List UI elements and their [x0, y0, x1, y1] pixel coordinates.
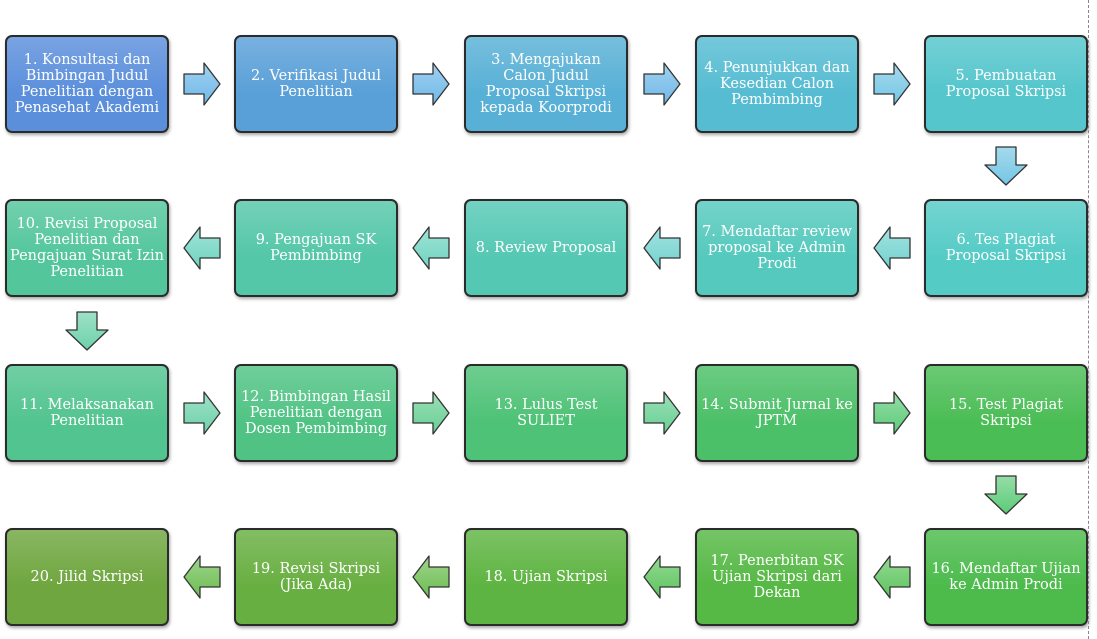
arrow-shape — [412, 62, 450, 106]
arrow-right-icon — [412, 391, 450, 435]
arrow-left-icon — [412, 226, 450, 270]
arrow-shape — [984, 475, 1028, 515]
arrow-shape — [412, 226, 450, 270]
arrow-right-icon — [872, 62, 911, 106]
step-box-19: 19. Revisi Skripsi (Jika Ada) — [234, 528, 398, 626]
arrow-down-icon — [984, 475, 1028, 515]
step-label: 9. Pengajuan SK Pembimbing — [255, 232, 377, 264]
step-label: 10. Revisi Proposal Penelitian dan Penga… — [10, 216, 165, 280]
arrow-right-icon — [642, 62, 681, 106]
arrow-left-icon — [872, 555, 911, 599]
step-box-2: 2. Verifikasi Judul Penelitian — [234, 35, 398, 133]
step-box-16: 16. Mendaftar Ujian ke Admin Prodi — [924, 528, 1088, 626]
step-label: 8. Review Proposal — [475, 240, 617, 256]
arrow-shape — [642, 226, 681, 270]
arrow-left-icon — [642, 555, 681, 599]
step-label: 13. Lulus Test SULIET — [494, 397, 598, 429]
step-label: 16. Mendaftar Ujian ke Admin Prodi — [931, 561, 1081, 593]
step-box-1: 1. Konsultasi dan Bimbingan Judul Peneli… — [5, 35, 169, 133]
step-box-13: 13. Lulus Test SULIET — [464, 364, 628, 462]
step-label: 17. Penerbitan SK Ujian Skripsi dari Dek… — [710, 553, 844, 601]
step-box-15: 15. Test Plagiat Skripsi — [924, 364, 1088, 462]
arrow-shape — [642, 391, 681, 435]
arrow-left-icon — [182, 226, 221, 270]
arrow-left-icon — [872, 226, 911, 270]
arrow-shape — [984, 146, 1028, 186]
step-label: 7. Mendaftar review proposal ke Admin Pr… — [702, 224, 852, 272]
arrow-left-icon — [412, 555, 450, 599]
step-box-17: 17. Penerbitan SK Ujian Skripsi dari Dek… — [695, 528, 859, 626]
arrow-right-icon — [182, 391, 221, 435]
arrow-right-icon — [412, 62, 450, 106]
step-label: 19. Revisi Skripsi (Jika Ada) — [251, 561, 381, 593]
arrow-shape — [872, 555, 911, 599]
arrow-right-icon — [872, 391, 911, 435]
step-box-3: 3. Mengajukan Calon Judul Proposal Skrip… — [464, 35, 628, 133]
step-label: 1. Konsultasi dan Bimbingan Judul Peneli… — [14, 52, 160, 116]
step-box-8: 8. Review Proposal — [464, 199, 628, 297]
step-box-14: 14. Submit Jurnal ke JPTM — [695, 364, 859, 462]
step-box-6: 6. Tes Plagiat Proposal Skripsi — [924, 199, 1088, 297]
step-box-9: 9. Pengajuan SK Pembimbing — [234, 199, 398, 297]
arrow-shape — [65, 310, 109, 351]
arrow-left-icon — [182, 555, 221, 599]
arrow-shape — [872, 62, 911, 106]
arrow-shape — [642, 62, 681, 106]
arrow-down-icon — [984, 146, 1028, 186]
step-label: 2. Verifikasi Judul Penelitian — [251, 68, 381, 100]
step-box-12: 12. Bimbingan Hasil Penelitian dengan Do… — [234, 364, 398, 462]
arrow-shape — [182, 555, 221, 599]
arrow-left-icon — [642, 226, 681, 270]
step-label: 20. Jilid Skripsi — [30, 569, 144, 585]
step-label: 14. Submit Jurnal ke JPTM — [701, 397, 853, 429]
arrow-shape — [642, 555, 681, 599]
step-box-5: 5. Pembuatan Proposal Skripsi — [924, 35, 1088, 133]
step-label: 6. Tes Plagiat Proposal Skripsi — [945, 232, 1067, 264]
step-box-20: 20. Jilid Skripsi — [5, 528, 169, 626]
step-label: 15. Test Plagiat Skripsi — [948, 397, 1064, 429]
step-box-4: 4. Penunjukkan dan Kesedian Calon Pembim… — [695, 35, 859, 133]
step-box-18: 18. Ujian Skripsi — [464, 528, 628, 626]
step-box-7: 7. Mendaftar review proposal ke Admin Pr… — [695, 199, 859, 297]
step-box-11: 11. Melaksanakan Penelitian — [5, 364, 169, 462]
page-margin-line — [1088, 0, 1089, 639]
arrow-shape — [182, 226, 221, 270]
step-label: 4. Penunjukkan dan Kesedian Calon Pembim… — [704, 60, 850, 108]
step-label: 11. Melaksanakan Penelitian — [19, 397, 154, 429]
step-box-10: 10. Revisi Proposal Penelitian dan Penga… — [5, 199, 169, 297]
step-label: 18. Ujian Skripsi — [484, 569, 608, 585]
arrow-down-icon — [65, 310, 109, 351]
arrow-right-icon — [642, 391, 681, 435]
arrow-shape — [412, 391, 450, 435]
arrow-shape — [182, 62, 221, 106]
arrow-shape — [872, 391, 911, 435]
arrow-right-icon — [182, 62, 221, 106]
step-label: 3. Mengajukan Calon Judul Proposal Skrip… — [480, 52, 612, 116]
arrow-shape — [412, 555, 450, 599]
step-label: 5. Pembuatan Proposal Skripsi — [945, 68, 1067, 100]
arrow-shape — [182, 391, 221, 435]
step-label: 12. Bimbingan Hasil Penelitian dengan Do… — [241, 389, 391, 437]
arrow-shape — [872, 226, 911, 270]
